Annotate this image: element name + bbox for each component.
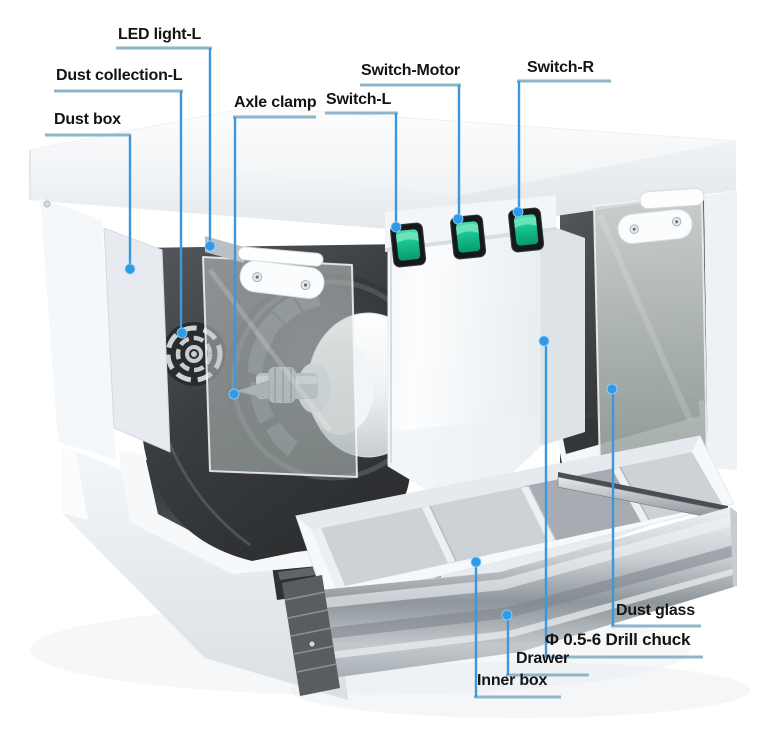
left-cabinet bbox=[40, 198, 171, 460]
switch-motor bbox=[450, 214, 487, 260]
label-drawer: Drawer bbox=[516, 650, 570, 667]
leader-switch-motor bbox=[360, 83, 464, 225]
marker-dot bbox=[470, 556, 482, 568]
label-dust-glass: Dust glass bbox=[616, 602, 695, 619]
leader-switch-l bbox=[325, 111, 402, 233]
marker-dot bbox=[538, 335, 550, 347]
label-led-light-l: LED light-L bbox=[118, 26, 202, 43]
leader-inner-box bbox=[470, 556, 561, 699]
label-axle-clamp: Axle clamp bbox=[234, 94, 317, 111]
leader-dust-collection-l bbox=[54, 89, 188, 339]
leader-drawer bbox=[501, 609, 589, 677]
leader-dust-glass bbox=[606, 383, 701, 628]
dust-box-panel bbox=[103, 227, 171, 453]
leader-led-light-l bbox=[116, 46, 216, 252]
right-cabinet-side bbox=[704, 190, 737, 470]
label-switch-l: Switch-L bbox=[326, 91, 392, 108]
marker-dot bbox=[452, 213, 464, 225]
label-inner-box: Inner box bbox=[477, 672, 548, 689]
label-dust-box: Dust box bbox=[54, 111, 121, 128]
switch-left bbox=[390, 222, 427, 268]
marker-dot bbox=[204, 240, 216, 252]
marker-dot bbox=[512, 206, 524, 218]
marker-dot bbox=[176, 327, 188, 339]
leader-lines bbox=[45, 46, 703, 699]
marker-dot bbox=[124, 263, 136, 275]
leader-drill-chuck bbox=[538, 335, 703, 659]
right-led-light bbox=[617, 209, 693, 244]
marker-dot bbox=[606, 383, 618, 395]
motor-box bbox=[387, 221, 585, 515]
leader-dust-box bbox=[45, 133, 136, 275]
label-switch-r: Switch-R bbox=[527, 59, 594, 76]
marker-dot bbox=[228, 388, 240, 400]
label-dust-collection-l: Dust collection-L bbox=[56, 67, 183, 84]
leader-switch-r bbox=[512, 79, 611, 218]
right-dust-glass bbox=[593, 187, 708, 471]
label-switch-motor: Switch-Motor bbox=[361, 62, 460, 79]
label-drill-chuck: Φ 0.5-6 Drill chuck bbox=[545, 630, 691, 649]
drawer bbox=[282, 435, 737, 696]
marker-dot bbox=[501, 609, 513, 621]
leader-axle-clamp bbox=[228, 115, 316, 400]
marker-dot bbox=[390, 221, 402, 233]
switch-panel bbox=[385, 195, 556, 268]
drawer-rail-endcap bbox=[282, 575, 340, 696]
switch-right bbox=[508, 207, 545, 253]
right-glass-hinge bbox=[639, 187, 705, 210]
